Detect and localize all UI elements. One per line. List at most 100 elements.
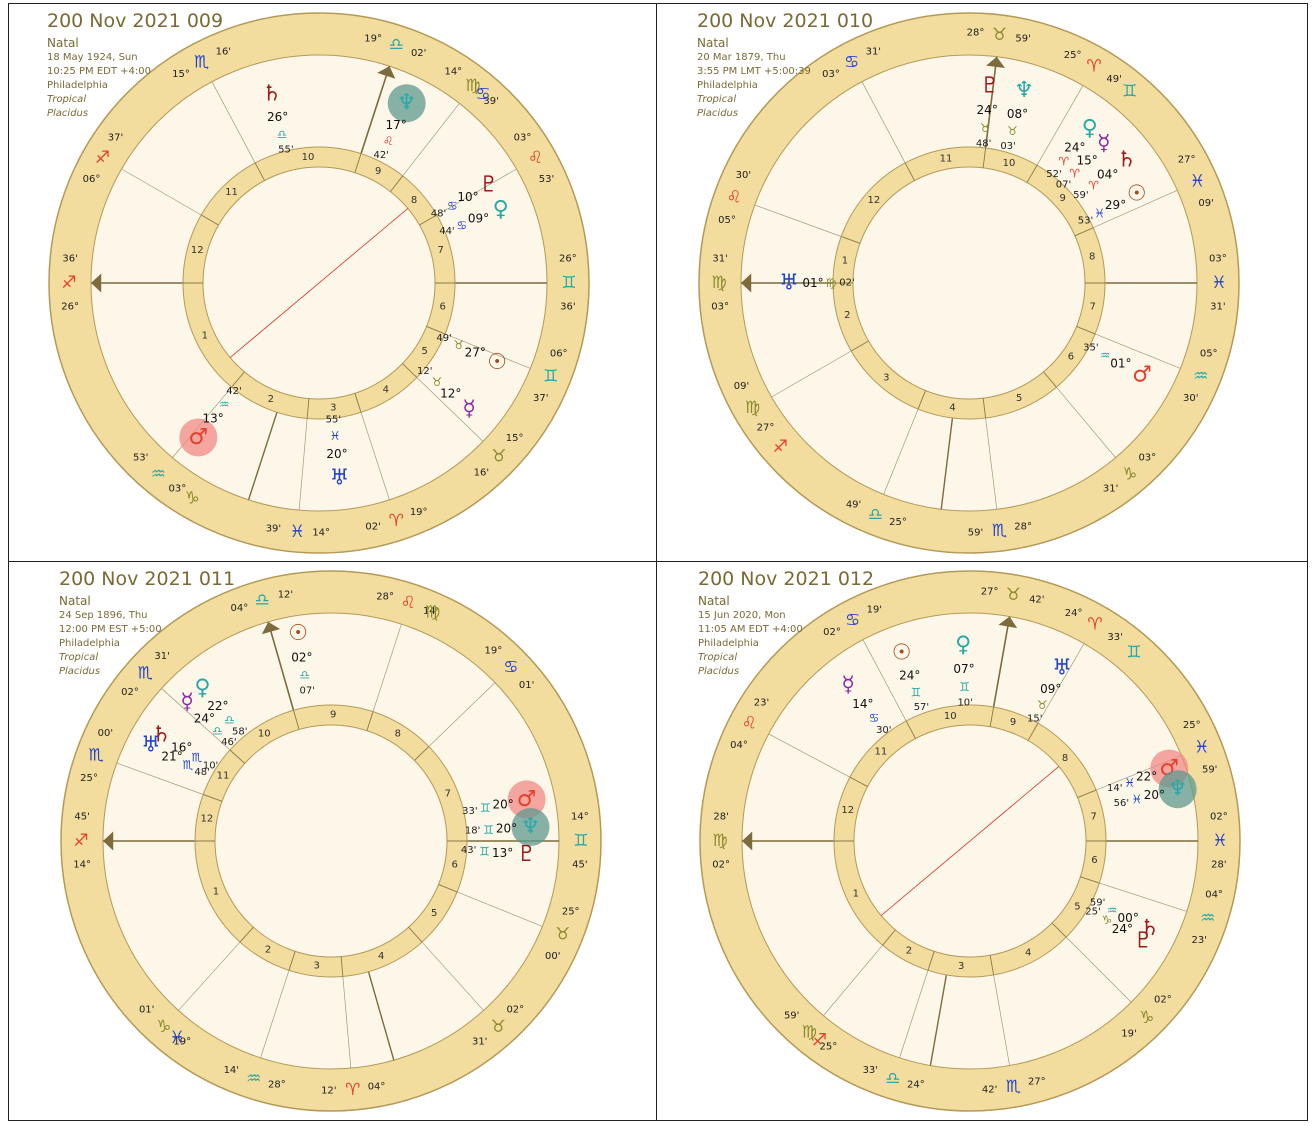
zodiac-type: Tropical: [47, 94, 87, 105]
cusp-degree: 25°: [889, 517, 907, 528]
cusp-minute: 59': [1015, 33, 1030, 44]
planet-degree: 21°: [161, 749, 182, 763]
scorpio-icon: ♏: [138, 664, 153, 684]
planet-sign-icon: ♉: [453, 338, 464, 352]
planet-degree: 14°: [852, 697, 873, 711]
planet-sign-icon: ♈: [1088, 179, 1099, 193]
intercepted-sign-icon: ♋: [475, 84, 490, 104]
mars-icon: ♂: [517, 787, 537, 812]
uranus-icon: ♅: [141, 733, 161, 758]
house-divider: [414, 746, 430, 761]
planet-sign-icon: ♏: [183, 758, 194, 772]
asc-axis-arrow: [742, 831, 753, 851]
cusp-degree: 03°: [711, 301, 729, 312]
house-cusp-line: [342, 976, 352, 1069]
cusp-degree: 25°: [1183, 720, 1201, 731]
planet-degree: 24°: [1112, 922, 1133, 936]
house-number: 1: [853, 889, 859, 900]
chart-title: 200 Nov 2021 009: [47, 10, 224, 32]
cusp-minute: 00': [545, 951, 560, 962]
planet-highlight: [1158, 770, 1197, 809]
house-number: 8: [395, 729, 401, 740]
house-number: 12: [201, 814, 214, 825]
leo-icon: ♌: [726, 187, 741, 207]
planet-minute: 48': [194, 767, 209, 778]
house-divider: [982, 147, 987, 168]
cusp-degree: 27°: [1178, 154, 1196, 165]
house-number: 9: [375, 166, 381, 177]
house-cusp-line: [416, 377, 484, 442]
birth-date: 24 Sep 1896, Thu: [59, 610, 148, 621]
cusp-minute: 31': [472, 1036, 487, 1047]
cusp-minute: 45': [74, 812, 89, 823]
virgo-icon: ♍: [745, 398, 760, 418]
mercury-icon: ☿: [1097, 131, 1111, 156]
cancer-icon: ♋: [503, 657, 518, 677]
taurus-icon: ♉: [491, 1017, 506, 1037]
house-cusp-line: [985, 417, 998, 510]
planet-degree: 24°: [194, 712, 215, 726]
scorpio-icon: ♏: [194, 52, 209, 72]
libra-icon: ♎: [389, 35, 404, 55]
house-cusp-line: [121, 168, 202, 216]
cusp-degree: 28°: [376, 591, 394, 602]
planet-sign-icon: ♊: [911, 686, 922, 700]
house-number: 2: [265, 945, 271, 956]
zodiac-type: Tropical: [698, 652, 738, 663]
cusp-degree: 14°: [73, 859, 91, 870]
house-number: 8: [1062, 753, 1068, 764]
house-number: 3: [958, 961, 964, 972]
house-cusp-line: [402, 103, 460, 177]
planet-degree: 24°: [899, 669, 920, 683]
house-cusp-line: [428, 682, 496, 747]
house-number: 6: [451, 860, 457, 871]
chart-title: 200 Nov 2021 012: [698, 568, 875, 590]
house-divider: [354, 153, 362, 173]
planet-sign-icon: ♈: [1058, 155, 1069, 169]
planet-minute: 55': [326, 415, 341, 426]
house-divider: [438, 884, 458, 893]
planet-sign-icon: ♉: [1037, 698, 1048, 712]
chart-meta: 24 Sep 1896, Thu 12:00 PM EST +5:00 Phil…: [59, 609, 162, 679]
planet-minute: 59': [1073, 190, 1088, 201]
house-divider: [390, 175, 404, 192]
planet-degree: 24°: [977, 103, 998, 117]
cusp-degree: 03°: [822, 69, 840, 80]
sagittarius-icon: ♐: [73, 831, 88, 851]
house-cusp-line: [161, 688, 231, 751]
house-number: 10: [944, 711, 957, 722]
cusp-degree: 26°: [559, 254, 577, 265]
planet-degree: 20°: [1144, 788, 1165, 802]
planet-degree: 15°: [1076, 154, 1097, 168]
house-divider: [408, 926, 423, 943]
cusp-degree: 02°: [1210, 812, 1228, 823]
house-number: 2: [906, 946, 912, 957]
axis-line: [940, 417, 954, 510]
mercury-icon: ☿: [462, 396, 476, 421]
house-cusp-line: [768, 733, 851, 778]
planet-minute: 42': [226, 386, 241, 397]
venus-icon: ♀: [955, 633, 971, 658]
cusp-degree: 02°: [121, 687, 139, 698]
aquarius-icon: ♒: [246, 1069, 261, 1089]
house-divider: [254, 162, 265, 181]
birth-date: 15 Jun 2020, Mon: [698, 610, 786, 621]
house-cusp-line: [862, 639, 907, 722]
house-system: Placidus: [59, 666, 101, 677]
planet-degree: 01°: [1110, 357, 1131, 371]
cusp-degree: 03°: [514, 132, 532, 143]
planet-sign-icon: ♓: [1124, 776, 1135, 790]
house-cusp-line: [436, 168, 517, 216]
cusp-degree: 14°: [444, 67, 462, 78]
house-divider: [306, 398, 310, 419]
birth-place: Philadelphia: [47, 80, 108, 91]
house-divider: [426, 326, 446, 335]
planet-minute: 35': [1083, 342, 1098, 353]
planet-sign-icon: ♋: [447, 199, 458, 213]
house-number: 5: [431, 908, 437, 919]
cusp-minute: 16': [216, 47, 231, 58]
cusp-degree: 19°: [484, 645, 502, 656]
aquarius-icon: ♒: [1193, 367, 1208, 387]
virgo-icon: ♍: [711, 273, 726, 293]
leo-icon: ♌: [401, 593, 416, 613]
